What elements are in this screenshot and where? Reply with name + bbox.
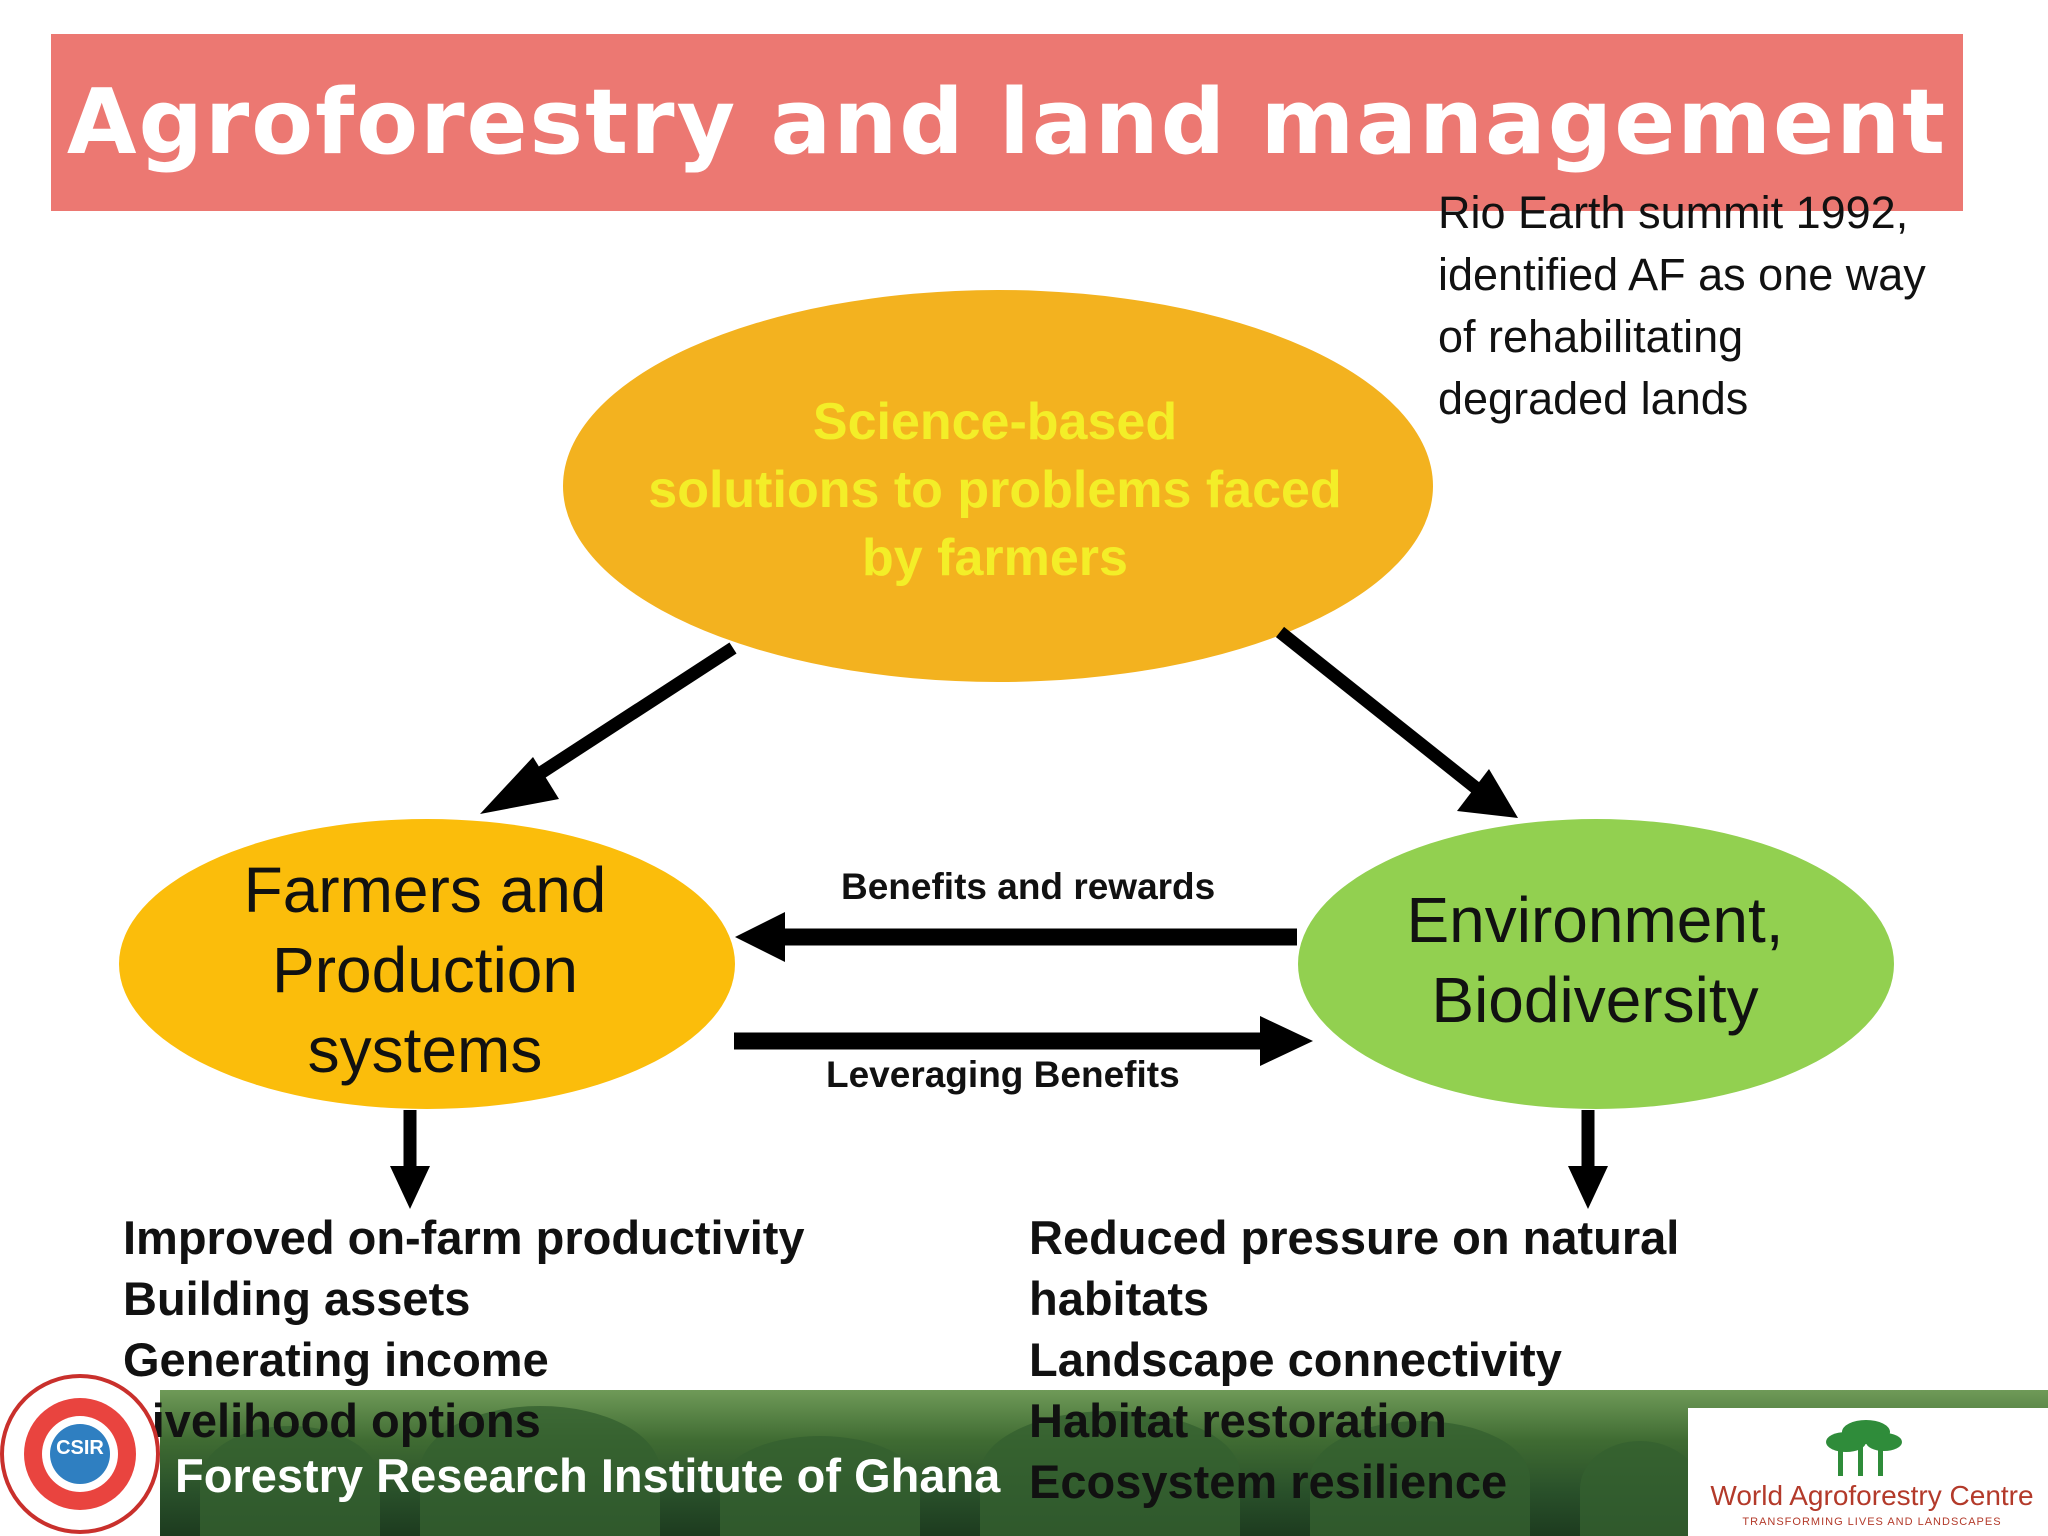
environment-outcomes-list: Reduced pressure on natural habitats Lan…	[1029, 1207, 1679, 1512]
science-node-ellipse	[563, 290, 1433, 682]
leveraging-arrow-label: Leveraging Benefits	[826, 1054, 1180, 1095]
tree-logo-icon	[1826, 1420, 1902, 1476]
rio-summit-note: Rio Earth summit 1992, identified AF as …	[1438, 182, 2018, 430]
note-line: identified AF as one way	[1438, 249, 1926, 300]
list-item: Ecosystem resilience	[1029, 1455, 1508, 1508]
environment-node-ellipse	[1298, 819, 1894, 1109]
title-banner: Agroforestry and land management	[51, 34, 1963, 211]
tree-shape	[720, 1436, 920, 1536]
tree-shape	[980, 1411, 1240, 1536]
science-node-line: solutions to problems faced	[648, 461, 1342, 519]
farmers-node-line: Farmers and	[243, 854, 607, 926]
list-item: Landscape connectivity	[1029, 1333, 1562, 1386]
environment-node-line: Biodiversity	[1431, 964, 1759, 1036]
farmers-node-label: Farmers and Production systems	[120, 845, 730, 1095]
science-node-line: Science-based	[812, 393, 1178, 451]
arrowhead-benefits	[735, 912, 785, 962]
note-line: Rio Earth summit 1992,	[1438, 187, 1909, 238]
arrowhead-environment-down	[1568, 1166, 1608, 1209]
farmers-node-line: systems	[307, 1014, 543, 1086]
note-line: degraded lands	[1438, 373, 1749, 424]
tree-shape	[200, 1426, 380, 1536]
list-item: habitats	[1029, 1272, 1210, 1325]
arrow-science-to-environment	[1275, 626, 1481, 794]
benefits-arrow-label: Benefits and rewards	[841, 866, 1216, 907]
world-agroforestry-logo: World Agroforestry Centre TRANSFORMING L…	[1688, 1408, 2048, 1536]
farmers-node-line: Production	[272, 934, 578, 1006]
list-item: Habitat restoration	[1029, 1394, 1447, 1447]
farmer-outcomes-list: Improved on-farm productivity Building a…	[123, 1207, 805, 1451]
note-line: of rehabilitating	[1438, 311, 1744, 362]
arrowhead-farmers-down	[390, 1166, 430, 1209]
arrowhead-science-to-farmers	[480, 757, 559, 814]
tree-shape	[1310, 1421, 1530, 1536]
farmers-node-ellipse	[119, 819, 735, 1109]
environment-node-label: Environment, Biodiversity	[1300, 870, 1890, 1050]
wac-tagline: TRANSFORMING LIVES AND LANDSCAPES	[1742, 1516, 2002, 1528]
csir-logo-text: CSIR	[56, 1437, 104, 1459]
tree-shape	[1580, 1441, 1700, 1536]
tree-shape	[420, 1406, 660, 1536]
list-item: Building assets	[123, 1272, 471, 1325]
wac-name: World Agroforestry Centre	[1710, 1480, 2034, 1511]
slide-title: Agroforestry and land management	[66, 70, 1948, 175]
list-item: Generating income	[123, 1333, 549, 1386]
list-item: Livelihood options	[123, 1394, 541, 1447]
institute-name: Forestry Research Institute of Ghana	[175, 1449, 1001, 1502]
environment-node-line: Environment,	[1406, 884, 1784, 956]
csir-logo	[0, 1374, 160, 1534]
science-node-label: Science-based solutions to problems face…	[565, 380, 1425, 600]
list-item: Reduced pressure on natural	[1029, 1211, 1680, 1264]
arrow-science-to-farmers	[509, 642, 737, 797]
arrowhead-leveraging	[1260, 1016, 1313, 1066]
list-item: Improved on-farm productivity	[123, 1211, 805, 1264]
arrowhead-science-to-environment	[1457, 769, 1518, 818]
science-node-line: by farmers	[862, 529, 1128, 587]
